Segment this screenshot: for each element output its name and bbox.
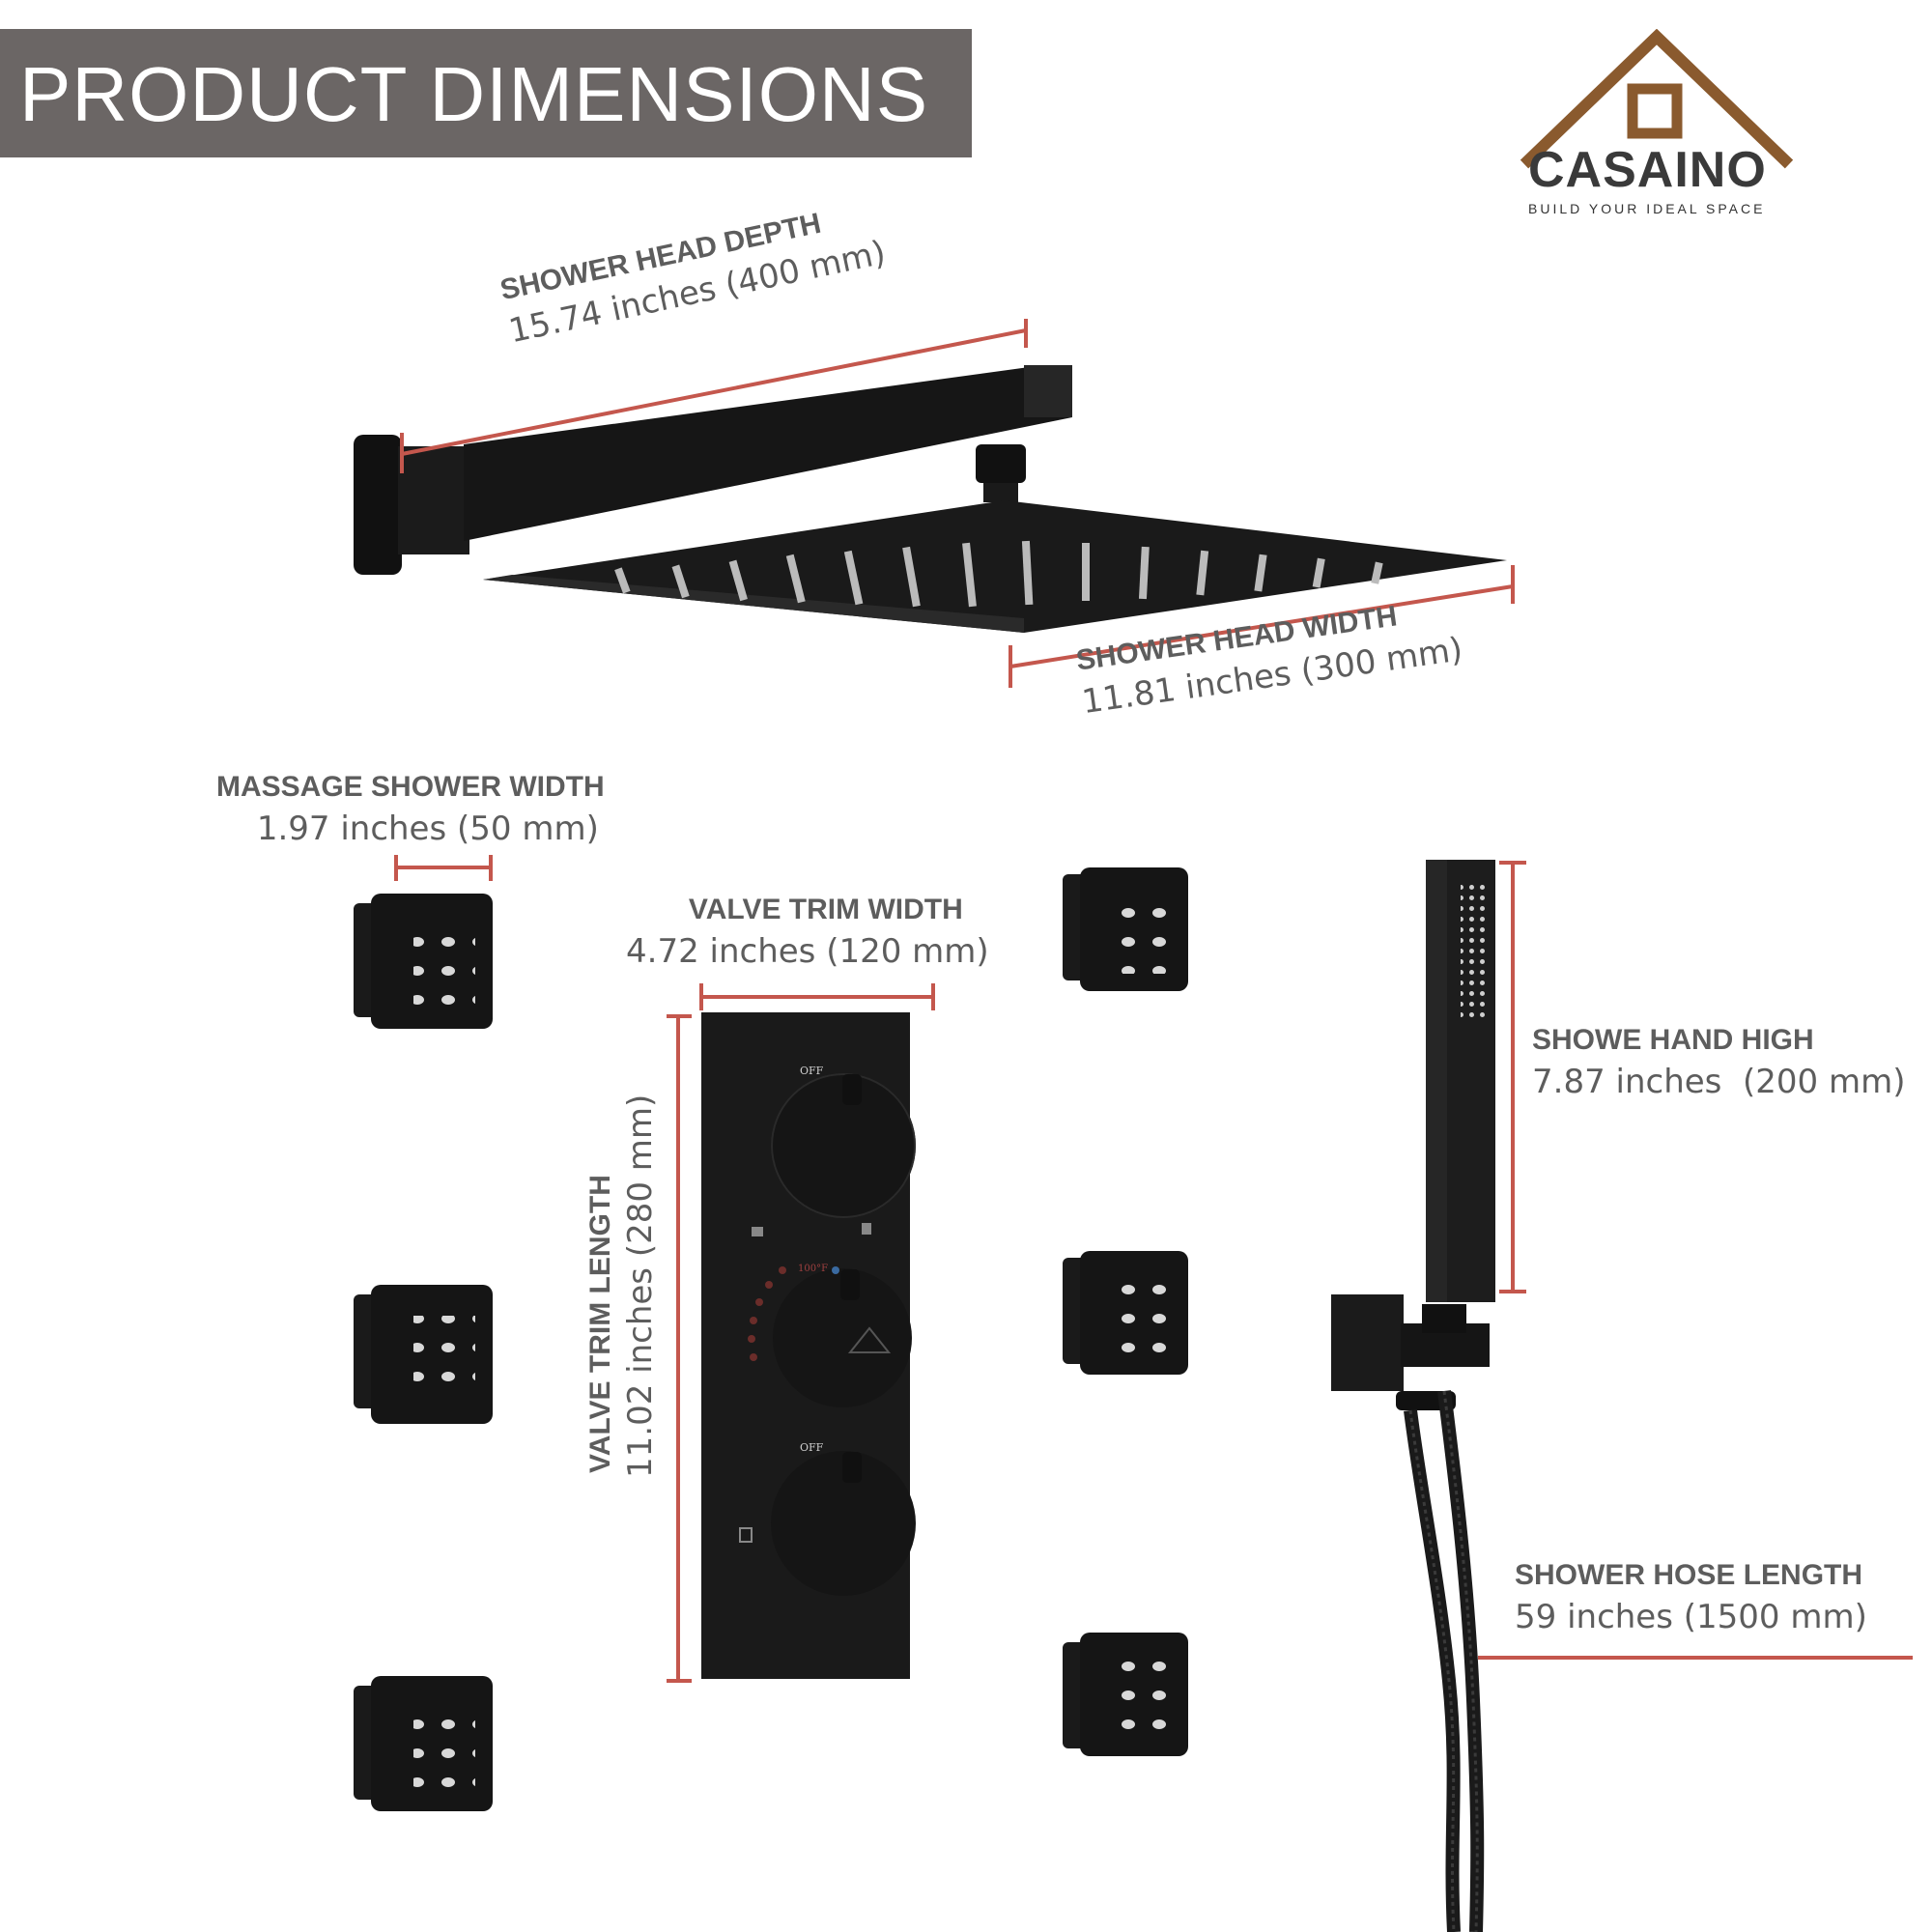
- shower-hand-high-label: SHOWE HAND HIGH 7.87 inches (200 mm): [1532, 1024, 1905, 1101]
- brand-logo: [1520, 29, 1794, 169]
- valve-temp-text: 100°F: [798, 1264, 828, 1274]
- massage-shower-width-label: MASSAGE SHOWER WIDTH 1.97 inches (50 mm): [216, 771, 605, 848]
- page-title: PRODUCT DIMENSIONS: [19, 51, 929, 137]
- valve-trim-length-title: VALVE TRIM LENGTH: [584, 1175, 616, 1473]
- dimension-lines: [394, 319, 1913, 1683]
- shower-hand-high-value: 7.87 inches (200 mm): [1532, 1063, 1906, 1101]
- brand-tagline: BUILD YOUR IDEAL SPACE: [1528, 201, 1766, 216]
- shower-hose-length-value: 59 inches (1500 mm): [1515, 1598, 1867, 1636]
- shower-hose-length-label: SHOWER HOSE LENGTH 59 inches (1500 mm): [1515, 1559, 1867, 1636]
- body-jet-top-left: [354, 894, 493, 1029]
- body-jet-top-right: [1063, 867, 1188, 991]
- body-jet-bottom-left: [354, 1676, 493, 1811]
- logo-roof-icon: [1520, 29, 1794, 169]
- body-jet-bottom-right: [1063, 1633, 1188, 1756]
- valve-trim-width-title: VALVE TRIM WIDTH: [688, 894, 963, 925]
- massage-shower-width-value: 1.97 inches (50 mm): [256, 810, 599, 848]
- body-jet-middle-left: [354, 1285, 493, 1424]
- valve-off-bottom-text: OFF: [800, 1441, 824, 1454]
- brand-name: CASAINO: [1528, 142, 1767, 198]
- logo-window-icon: [1627, 83, 1683, 139]
- shower-hose-length-title: SHOWER HOSE LENGTH: [1515, 1559, 1863, 1591]
- rain-shower-head: [354, 365, 1507, 633]
- valve-trim-width-label: VALVE TRIM WIDTH 4.72 inches (120 mm): [626, 894, 989, 971]
- shower-hand-high-title: SHOWE HAND HIGH: [1532, 1024, 1814, 1056]
- title-banner: [0, 29, 972, 157]
- valve-trim: [701, 1012, 916, 1679]
- valve-trim-length-label: VALVE TRIM LENGTH 11.02 inches (280 mm): [584, 1094, 660, 1478]
- valve-trim-length-value: 11.02 inches (280 mm): [621, 1094, 660, 1478]
- hand-shower: [1331, 860, 1495, 1932]
- body-jet-middle-right: [1063, 1251, 1188, 1375]
- valve-trim-width-value: 4.72 inches (120 mm): [626, 932, 989, 971]
- valve-off-top-text: OFF: [800, 1065, 824, 1077]
- massage-shower-width-title: MASSAGE SHOWER WIDTH: [216, 771, 605, 803]
